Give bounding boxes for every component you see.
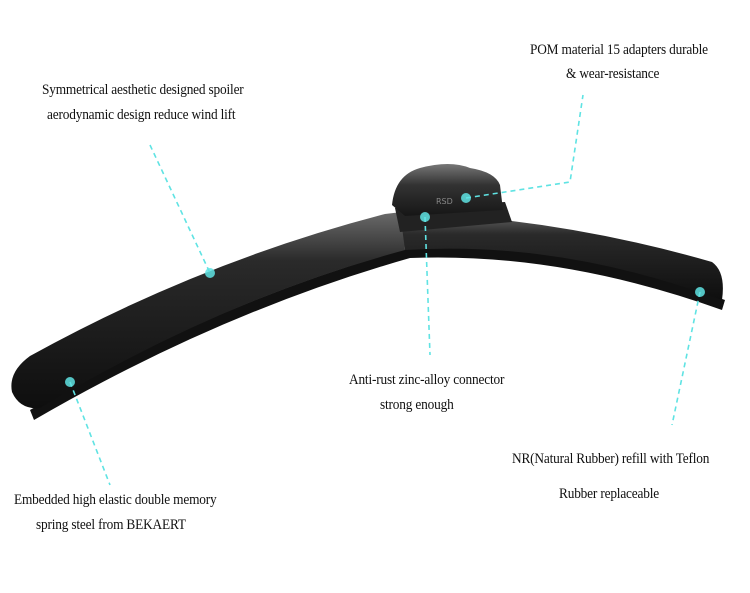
callout-rubber-line2: Rubber replaceable [559, 486, 660, 502]
callout-spoiler-line1: Symmetrical aesthetic designed spoiler [42, 82, 244, 98]
right-spoiler [400, 212, 723, 300]
callout-dot-spoiler [205, 268, 215, 278]
callout-connector-line2: strong enough [380, 397, 454, 413]
callout-dot-adapters [461, 193, 471, 203]
callout-adapters-line1: POM material 15 adapters durable [530, 42, 708, 58]
callout-line-adapters [465, 94, 584, 199]
callout-rubber-line1: NR(Natural Rubber) refill with Teflon [512, 451, 710, 467]
callout-dot-spring [65, 377, 75, 387]
adapter [392, 164, 503, 216]
left-spoiler [11, 212, 406, 409]
callout-dot-rubber [695, 287, 705, 297]
callout-spring-line1: Embedded high elastic double memory [14, 492, 217, 508]
callout-adapters-line2: & wear-resistance [566, 66, 660, 82]
callout-dot-connector [420, 212, 430, 222]
callout-line-rubber [671, 291, 701, 426]
callout-spoiler-line2: aerodynamic design reduce wind lift [47, 107, 236, 123]
callout-line-spring [69, 381, 111, 486]
callout-line-spoiler [149, 144, 211, 274]
callout-connector-line1: Anti-rust zinc-alloy connector [349, 372, 505, 388]
adapter-logo: RSD [436, 197, 453, 206]
callout-spring-line2: spring steel from BEKAERT [36, 517, 186, 533]
